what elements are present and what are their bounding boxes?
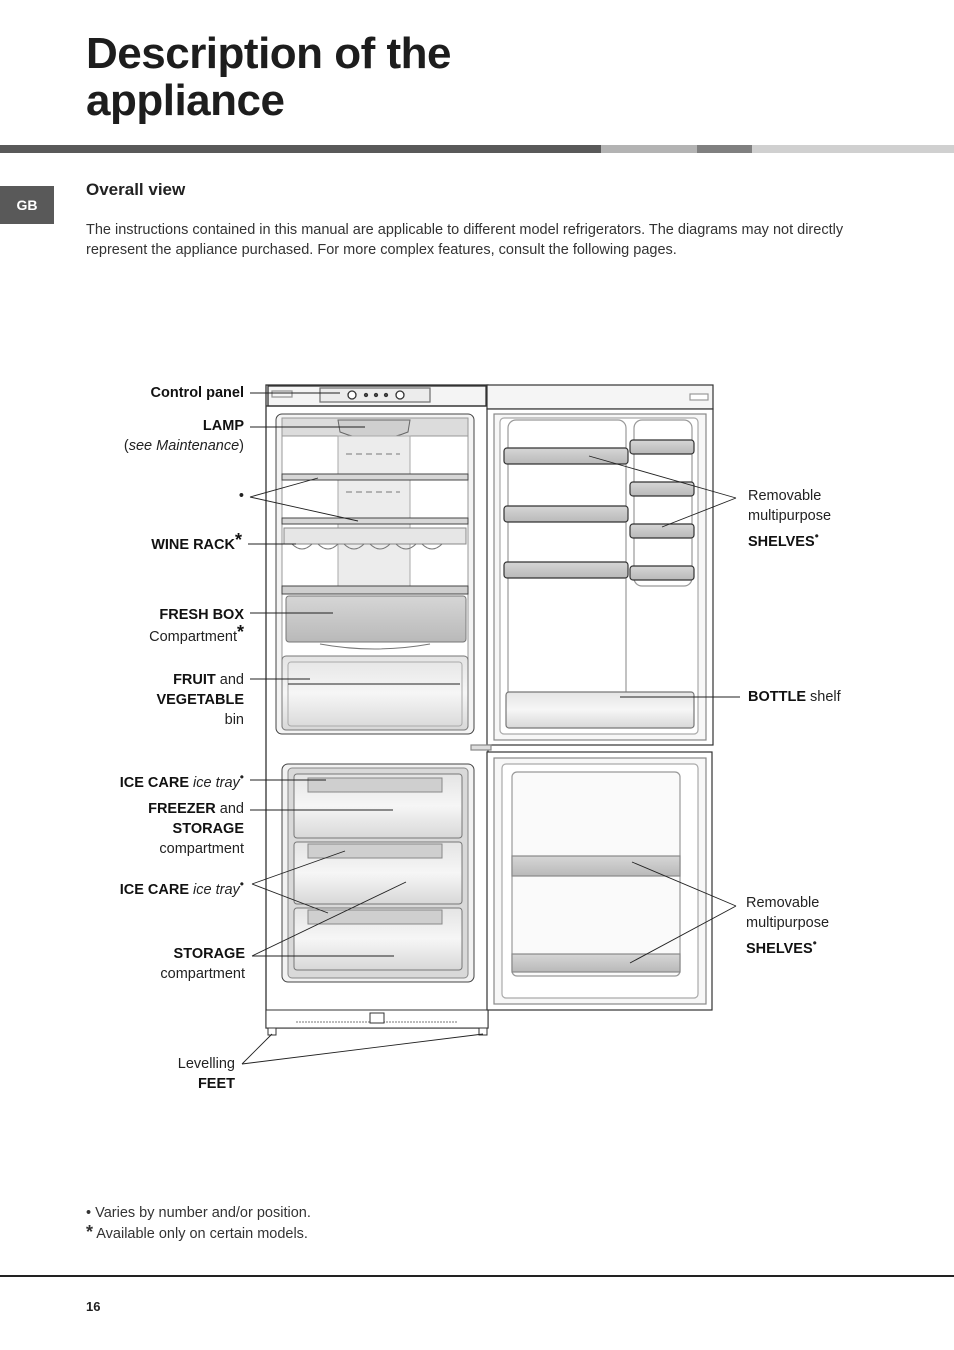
strip-mid (697, 145, 752, 153)
fridge-door (470, 384, 714, 751)
freezer-door (486, 751, 713, 1011)
label-fresh-box: FRESH BOX Compartment* (149, 607, 244, 645)
footnote-varies: • Varies by number and/or position. (86, 1205, 311, 1221)
page-title: Description of the appliance (86, 29, 452, 125)
title-line-2: appliance (86, 76, 285, 125)
section-heading: Overall view (86, 180, 186, 199)
strip-mid-light (601, 145, 697, 153)
fridge-interior (275, 413, 475, 735)
footnote-available: * Available only on certain models. (86, 1222, 308, 1243)
cabinet-base (265, 1009, 489, 1036)
label-bottle-shelf: BOTTLE shelf (748, 689, 841, 705)
freezer-interior (281, 763, 475, 983)
label-lamp: LAMP (see Maintenance) (123, 418, 244, 454)
footer-rule (0, 1275, 954, 1277)
title-line-1: Description of the (86, 29, 452, 78)
label-ice-care-bottom: ICE CARE ice tray• (119, 877, 244, 898)
language-tab: GB (0, 186, 54, 224)
label-levelling-feet: Levelling FEET (177, 1056, 235, 1092)
label-wine-rack: WINE RACK* (151, 530, 242, 553)
strip-light (752, 145, 954, 153)
label-fruit-vegetable: FRUIT and VEGETABLE bin (156, 672, 244, 728)
intro-paragraph: The instructions contained in this manua… (86, 222, 844, 258)
page-number: 16 (86, 1299, 101, 1314)
strip-dark (0, 145, 601, 153)
label-upper-shelves: Removable multipurpose SHELVES• (748, 488, 832, 550)
label-shelf-bullet: • (238, 488, 244, 504)
label-ice-care-top: ICE CARE ice tray• (119, 770, 244, 791)
label-lower-shelves: Removable multipurpose SHELVES• (746, 895, 830, 957)
label-freezer-storage: FREEZER and STORAGE compartment (148, 801, 244, 857)
label-storage-compartment: STORAGE compartment (160, 946, 245, 982)
leader-lines (241, 392, 740, 1065)
label-control-panel: Control panel (150, 385, 244, 401)
